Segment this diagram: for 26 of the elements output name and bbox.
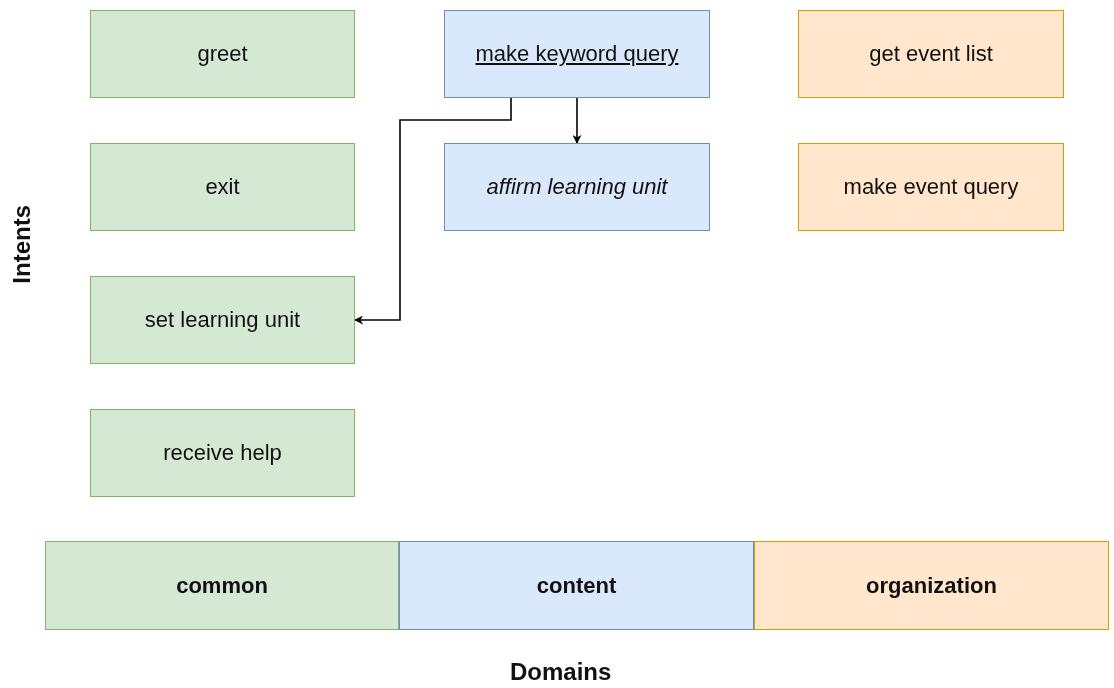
box-label: organization xyxy=(866,572,997,599)
arrow xyxy=(572,97,582,144)
domain-box xyxy=(399,541,754,630)
box-label: content xyxy=(536,572,617,599)
box-label: set learning unit xyxy=(144,307,301,333)
box-label: receive help xyxy=(163,440,282,466)
box-label: affirm learning unit xyxy=(486,174,668,200)
axis-title: Intents xyxy=(8,205,36,284)
axis-title: Domains xyxy=(510,658,612,686)
domain-box xyxy=(45,541,399,630)
intent-box xyxy=(798,10,1064,98)
box-label: common xyxy=(176,572,268,599)
box-label: exit xyxy=(205,174,240,200)
box-label: get event list xyxy=(869,41,993,67)
box-label: greet xyxy=(197,41,248,67)
intent-box xyxy=(90,10,355,98)
intent-box xyxy=(90,276,355,364)
box-label: make event query xyxy=(843,174,1019,200)
arrow xyxy=(354,97,512,325)
intent-box xyxy=(444,10,710,98)
intent-box xyxy=(444,143,710,231)
domain-box xyxy=(754,541,1109,630)
intent-box xyxy=(90,409,355,497)
box-label: make keyword query xyxy=(475,41,679,67)
intent-box xyxy=(90,143,355,231)
intent-box xyxy=(798,143,1064,231)
